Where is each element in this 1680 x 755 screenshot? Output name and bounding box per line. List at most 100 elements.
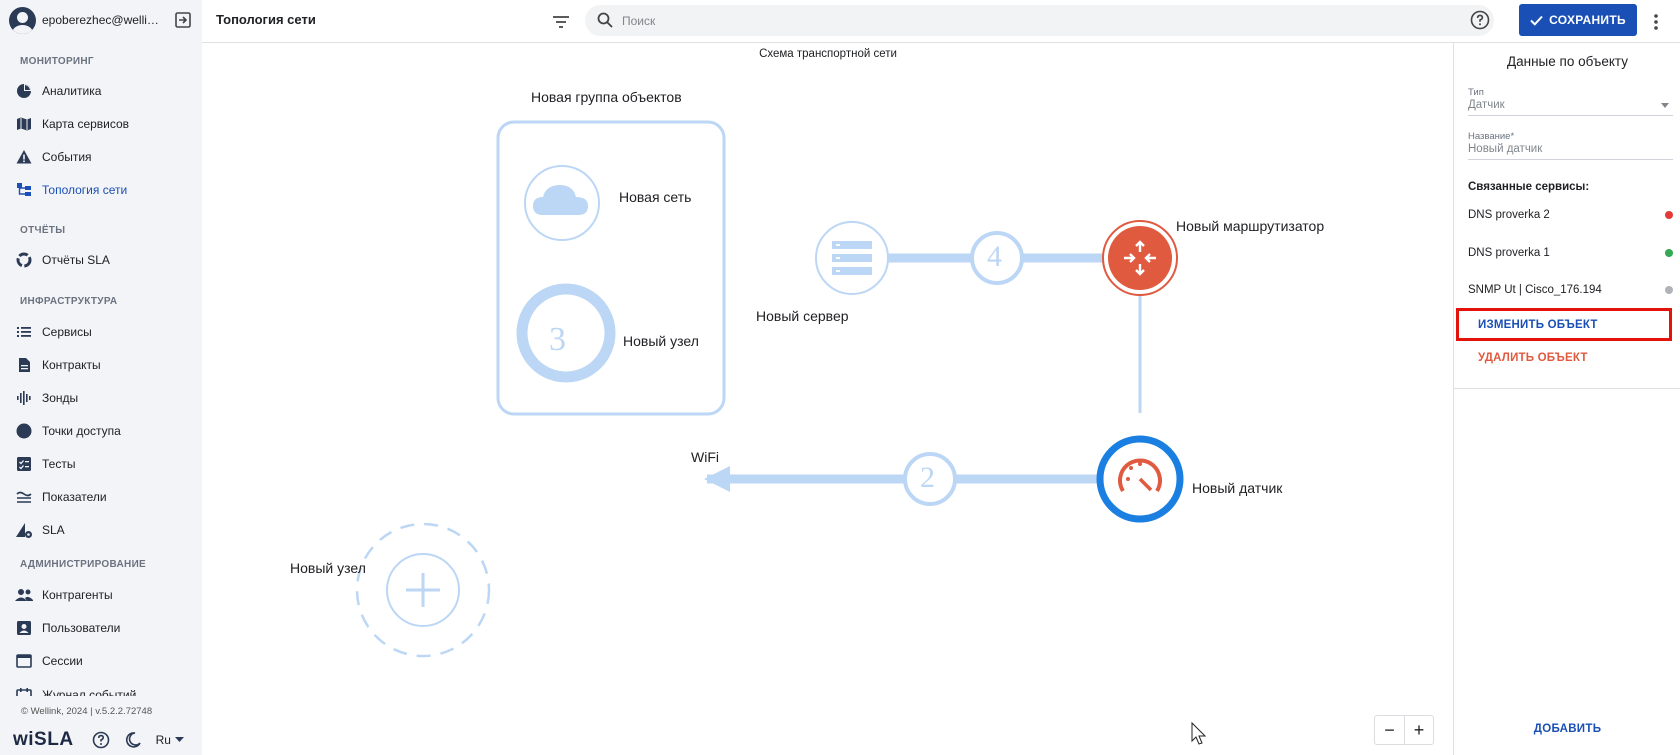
save-button-label: СОХРАНИТЬ (1549, 13, 1626, 27)
sidebar-item-service-map[interactable]: Карта сервисов (0, 109, 202, 139)
sidebar-item-label: События (42, 150, 92, 164)
server-icon (832, 241, 872, 275)
sidebar-item-contracts[interactable]: Контракты (0, 350, 202, 380)
add-node-placeholder[interactable] (355, 522, 491, 658)
zoom-out-button[interactable]: − (1384, 719, 1395, 740)
linked-service-item[interactable]: DNS proverka 1 (1468, 247, 1673, 259)
lines-icon (14, 487, 34, 507)
zoom-controls: − + (1374, 715, 1434, 745)
service-name: SNMP Ut | Cisco_176.194 (1468, 284, 1602, 296)
delete-object-button[interactable]: УДАЛИТЬ ОБЪЕКТ (1478, 352, 1588, 364)
sidebar-item-events[interactable]: События (0, 142, 202, 172)
status-dot (1665, 211, 1673, 219)
sidebar-item-probes[interactable]: Зонды (0, 383, 202, 413)
server-label: Новый сервер (756, 308, 849, 324)
group-node[interactable] (516, 283, 616, 383)
network-node[interactable] (524, 165, 600, 241)
sensor-node[interactable] (1096, 435, 1184, 523)
logout-icon[interactable] (174, 11, 192, 29)
sidebar-item-services[interactable]: Сервисы (0, 317, 202, 347)
name-field-label: Название* (1468, 131, 1515, 142)
sidebar-item-label: Карта сервисов (42, 117, 130, 131)
list-icon (14, 322, 34, 342)
help-circle-icon[interactable] (1470, 10, 1490, 30)
search-input[interactable] (622, 11, 1402, 31)
linked-service-item[interactable]: SNMP Ut | Cisco_176.194 (1468, 284, 1673, 296)
canvas-title: Схема транспортной сети (759, 48, 897, 60)
moon-icon[interactable] (124, 731, 142, 749)
sidebar: epoberezhec@wellink.ru МОНИТОРИНГ Аналит… (0, 0, 202, 755)
edit-object-button[interactable]: ИЗМЕНИТЬ ОБЪЕКТ (1478, 319, 1598, 331)
check-icon (1530, 15, 1543, 26)
sidebar-item-event-log[interactable]: Журнал событий (0, 680, 202, 696)
circle-icon (14, 421, 34, 441)
sidebar-item-tests[interactable]: Тесты (0, 449, 202, 479)
new-node-label: Новый узел (290, 560, 366, 576)
group-node-label: Новый узел (623, 333, 699, 349)
type-select-value: Датчик (1468, 99, 1505, 111)
pie-chart-icon (14, 81, 34, 101)
nav-section-reports: ОТЧЁТЫ (20, 225, 66, 236)
save-button[interactable]: СОХРАНИТЬ (1519, 4, 1637, 36)
sidebar-item-counterparties[interactable]: Контрагенты (0, 580, 202, 610)
sidebar-item-topology[interactable]: Топология сети (0, 175, 202, 205)
add-button[interactable]: ДОБАВИТЬ (1533, 723, 1602, 735)
cloud-icon (533, 185, 588, 215)
sidebar-item-sla[interactable]: SLA (0, 515, 202, 545)
status-dot (1665, 249, 1673, 257)
sidebar-item-label: Сессии (42, 654, 83, 668)
avatar[interactable] (9, 6, 36, 34)
window-icon (14, 651, 34, 671)
sidebar-item-users[interactable]: Пользователи (0, 613, 202, 643)
sidebar-item-label: Топология сети (42, 183, 128, 197)
sidebar-scroll-clip: Журнал событий (0, 680, 202, 696)
name-field[interactable]: Новый датчик (1468, 143, 1673, 160)
status-dot (1665, 286, 1673, 294)
warning-icon (14, 147, 34, 167)
type-select[interactable]: Датчик (1468, 99, 1673, 116)
signal-icon (14, 388, 34, 408)
link-counter-badge (970, 231, 1024, 285)
sidebar-item-label: Зонды (42, 391, 79, 405)
nav-section-monitoring: МОНИТОРИНГ (20, 56, 94, 67)
filter-icon[interactable] (551, 12, 571, 32)
sidebar-item-access-points[interactable]: Точки доступа (0, 416, 202, 446)
sidebar-item-label: Сервисы (42, 325, 92, 339)
object-group-box[interactable] (496, 120, 726, 416)
more-vertical-icon[interactable] (1650, 12, 1662, 32)
map-icon (14, 114, 34, 134)
linked-service-item[interactable]: DNS proverka 2 (1468, 209, 1673, 221)
topology-canvas[interactable]: Схема транспортной сети (202, 43, 1454, 755)
sidebar-item-sessions[interactable]: Сессии (0, 646, 202, 676)
sidebar-item-indicators[interactable]: Показатели (0, 482, 202, 512)
router-node[interactable] (1102, 220, 1178, 296)
page-title: Топология сети (216, 12, 316, 27)
language-value: Ru (155, 733, 171, 747)
chevron-down-icon (1661, 103, 1669, 108)
sidebar-item-analytics[interactable]: Аналитика (0, 76, 202, 106)
sidebar-item-label: Точки доступа (42, 424, 121, 438)
search-bar[interactable] (585, 5, 1494, 36)
sensor-label: Новый датчик (1192, 480, 1283, 496)
link-counter-sensor-wifi: 2 (920, 461, 935, 494)
sidebar-item-sla-reports[interactable]: Отчёты SLA (0, 245, 202, 275)
language-select[interactable]: Ru (156, 733, 184, 747)
document-icon (14, 355, 34, 375)
nav-section-administration: АДМИНИСТРИРОВАНИЕ (20, 559, 147, 570)
calendar-icon (14, 685, 34, 696)
gauge-icon (1118, 458, 1162, 493)
sla-gear-icon (14, 520, 34, 540)
topology-svg (355, 120, 1207, 745)
link-counter-server-router: 4 (987, 240, 1002, 273)
server-node[interactable] (815, 221, 889, 295)
sidebar-item-label: Контракты (42, 358, 101, 372)
zoom-in-button[interactable]: + (1404, 716, 1433, 744)
donut-icon (14, 250, 34, 270)
sidebar-item-label: Тесты (42, 457, 76, 471)
help-icon[interactable] (92, 731, 110, 749)
sidebar-bottom-bar: wiSLA Ru (13, 729, 184, 751)
linked-services-label: Связанные сервисы: (1468, 181, 1590, 193)
user-row[interactable]: epoberezhec@wellink.ru (0, 0, 202, 40)
router-label: Новый маршрутизатор (1176, 218, 1325, 234)
nav-section-infrastructure: ИНФРАСТРУКТУРА (20, 296, 118, 307)
